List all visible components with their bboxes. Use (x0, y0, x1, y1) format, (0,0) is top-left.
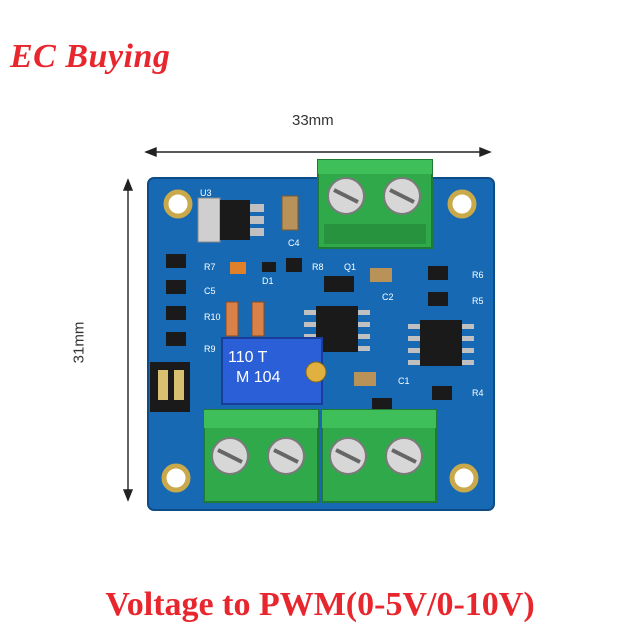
silk-r5: R5 (472, 296, 484, 306)
diodes (225, 301, 265, 337)
pot-label-bottom: M 104 (236, 369, 281, 386)
pot-label-top: 110 T (228, 349, 268, 366)
silk-d1: D1 (262, 276, 274, 286)
silk-r6: R6 (472, 270, 484, 280)
regulator-u3 (197, 197, 264, 243)
width-dimension-label: 33mm (292, 112, 334, 129)
output-terminal-block-right (321, 409, 437, 503)
trimmer-potentiometer (221, 337, 327, 405)
silk-r4: R4 (472, 388, 484, 398)
capacitor-c4 (281, 195, 299, 231)
silk-r7: R7 (204, 262, 216, 272)
output-terminal-block-left (203, 409, 319, 503)
silk-c4: C4 (288, 238, 300, 248)
mounting-holes (161, 189, 479, 493)
input-terminal-block (317, 159, 433, 249)
silk-q1: Q1 (344, 262, 356, 272)
silk-c5: C5 (204, 286, 216, 296)
jumper-header (150, 362, 190, 412)
silk-c1: C1 (398, 376, 410, 386)
ic-chip-right (408, 320, 474, 366)
height-dimension-arrow (122, 178, 134, 502)
silk-r9: R9 (204, 344, 216, 354)
brand-logo: EC Buying (10, 38, 171, 75)
pcb-board: U3 C4 R7 D1 R8 Q1 C5 R6 R5 C2 R10 R9 C1 … (147, 159, 495, 511)
width-dimension-arrow (144, 146, 492, 158)
silk-r10: R10 (204, 312, 221, 322)
smd-components (166, 254, 452, 410)
silk-c2: C2 (382, 292, 394, 302)
product-caption: Voltage to PWM(0-5V/0-10V) (105, 586, 535, 623)
silk-r8: R8 (312, 262, 324, 272)
silk-u3: U3 (200, 188, 212, 198)
